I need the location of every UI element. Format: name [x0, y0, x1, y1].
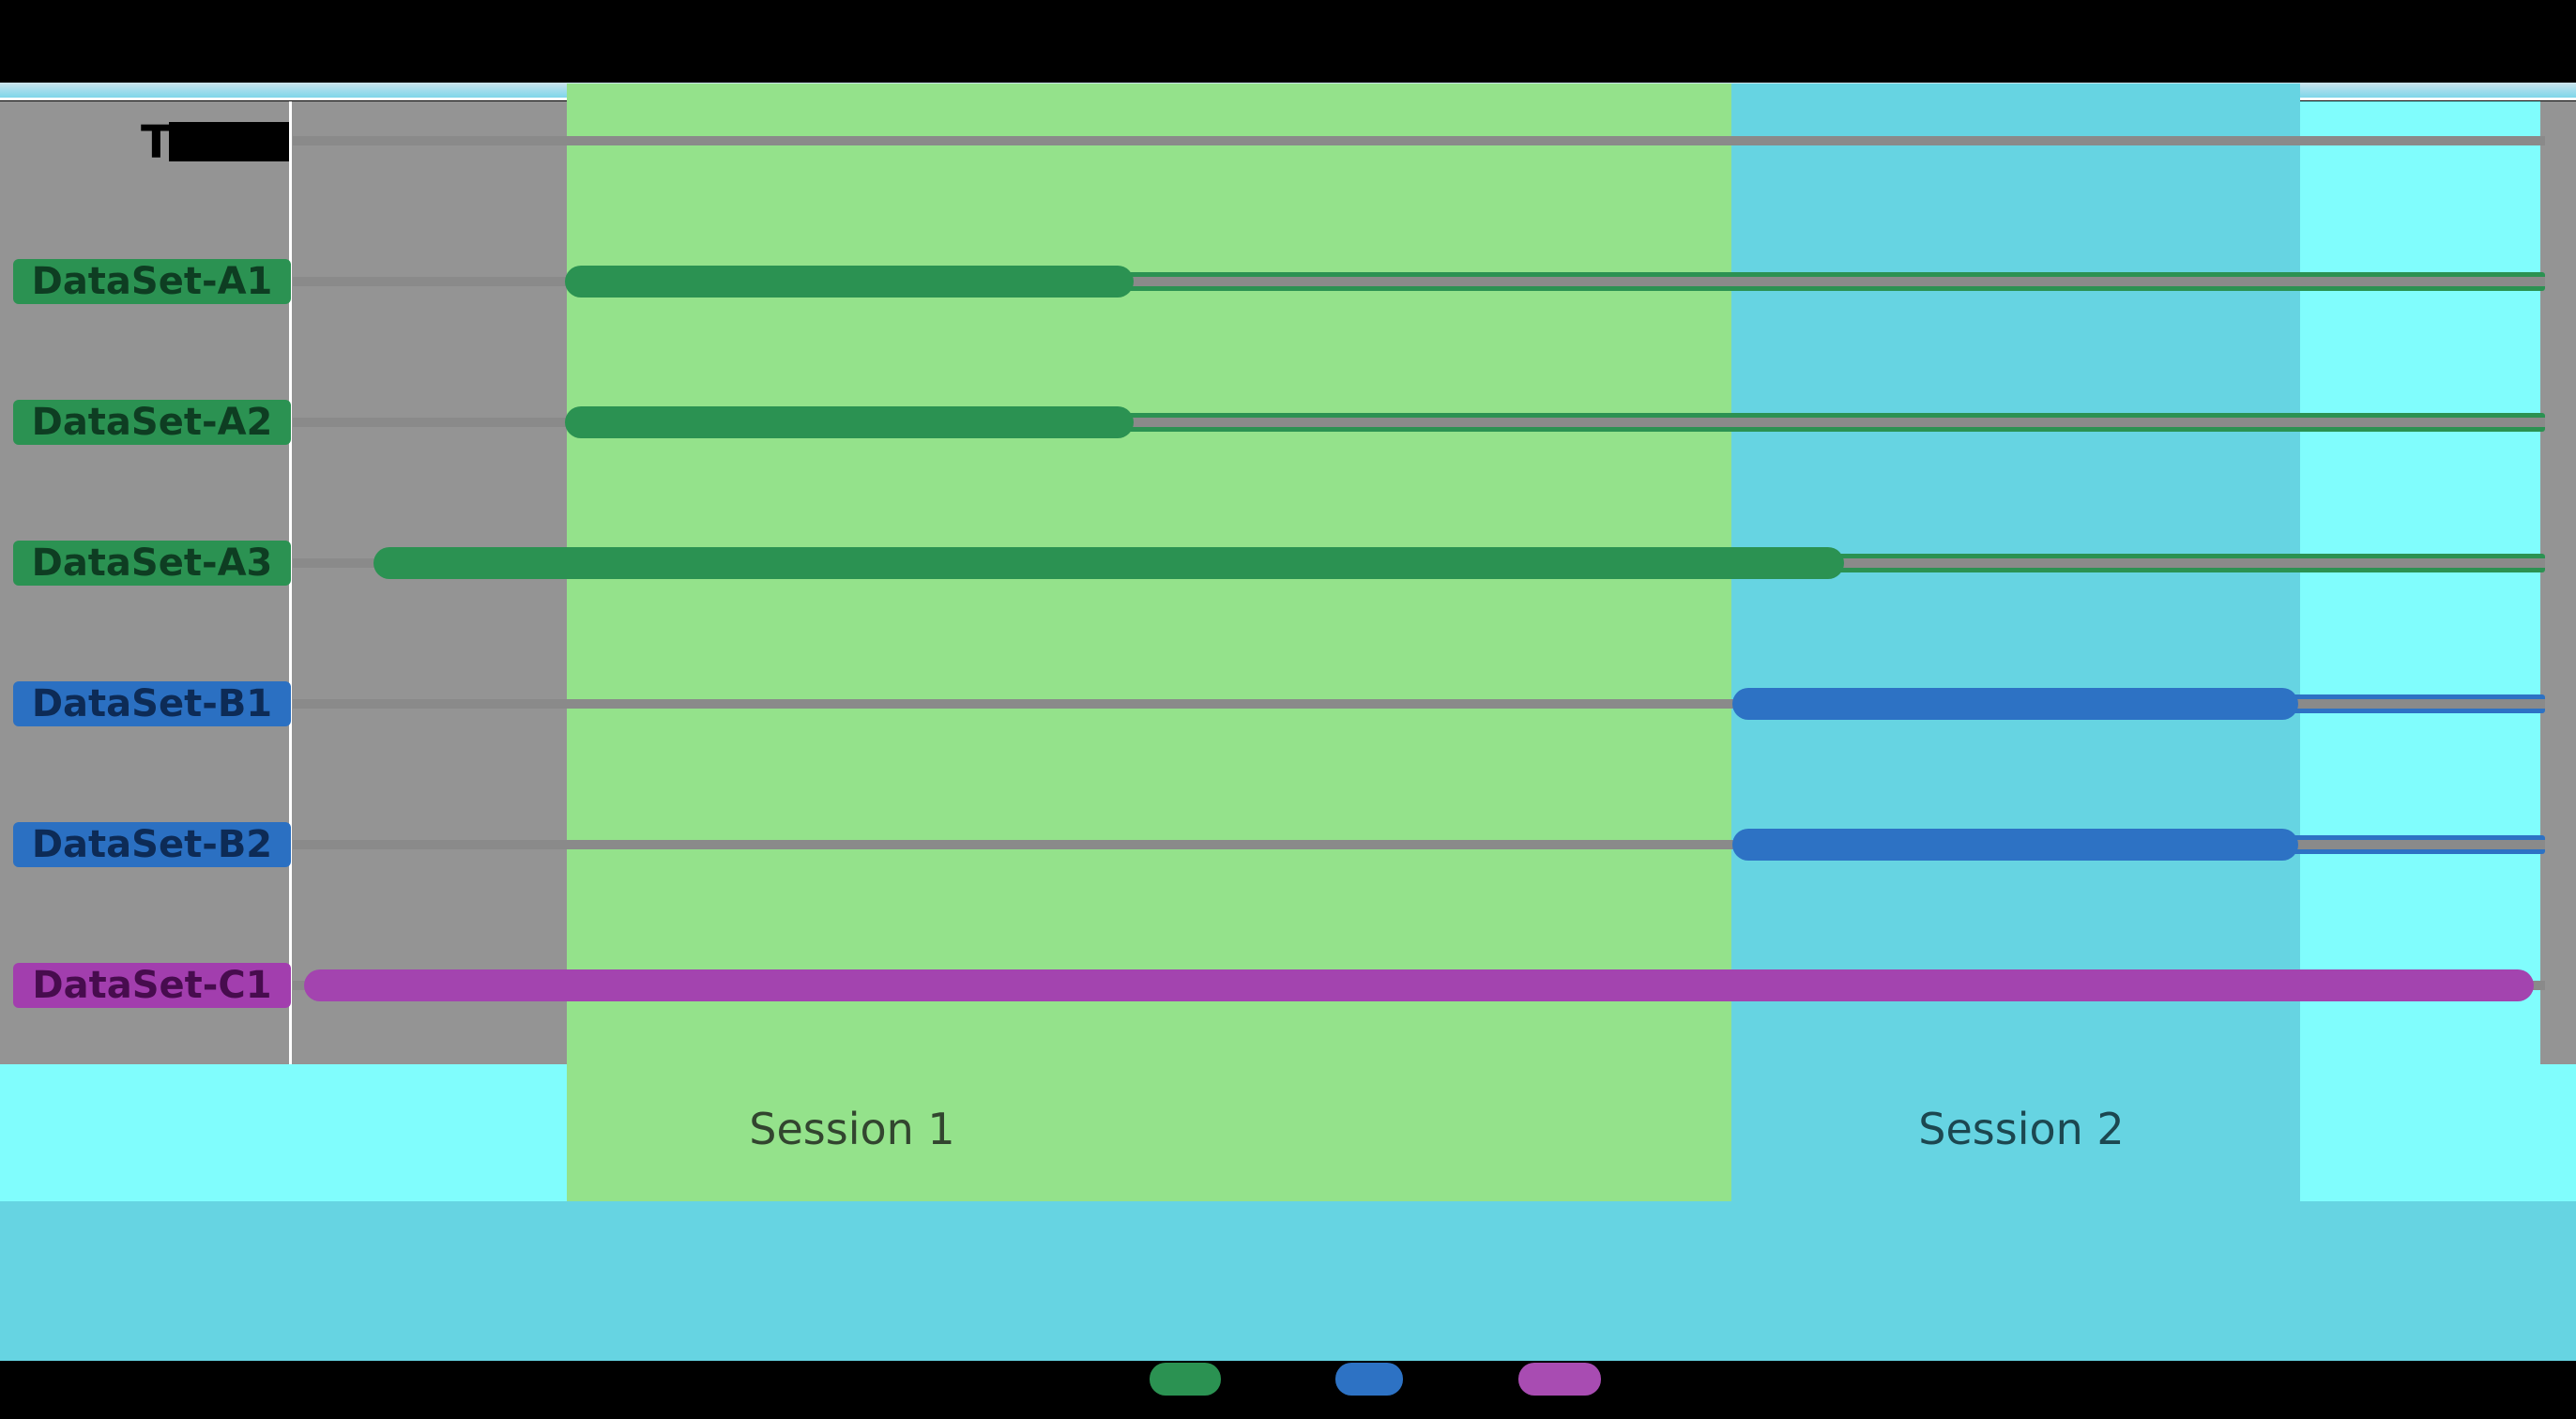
task-bar-dataset-b2 [1732, 829, 2298, 861]
task-bar-dataset-a2 [565, 406, 1134, 438]
legend-label-series-b [1408, 1361, 1513, 1398]
task-column-header: T [141, 116, 172, 169]
label-panel-divider [289, 101, 292, 1064]
bottom-right-highlight [2540, 1064, 2576, 1201]
header-gridline [293, 136, 2545, 145]
right-grey-column [2540, 101, 2576, 1064]
session1-label: Session 1 [749, 1104, 955, 1154]
row-gridline [293, 277, 2545, 286]
task-bar-dataset-a1 [565, 266, 1134, 298]
task-bar-dataset-c1 [304, 969, 2534, 1001]
legend-label-series-c [1606, 1361, 1711, 1398]
task-header-redaction-box [169, 122, 289, 161]
legend-chip-series-c [1518, 1363, 1601, 1396]
session2-label: Session 2 [1918, 1104, 2125, 1154]
row-label-dataset-a1: DataSet-A1 [13, 259, 291, 304]
row-label-dataset-c1: DataSet-C1 [13, 963, 291, 1008]
session2-band [1731, 84, 2300, 1201]
task-bar-dataset-b1 [1732, 688, 2298, 720]
row-label-dataset-b2: DataSet-B2 [13, 822, 291, 867]
bottom-cyan-band [0, 1201, 2576, 1361]
bottom-left-highlight [0, 1064, 567, 1201]
row-gridline [293, 418, 2545, 427]
row-gridline [293, 699, 2545, 709]
row-label-dataset-a2: DataSet-A2 [13, 400, 291, 445]
right-highlight-band [2300, 101, 2540, 1201]
row-gridline [293, 840, 2545, 849]
legend-label-series-a [1226, 1361, 1331, 1398]
task-bar-dataset-a3 [373, 547, 1844, 579]
row-label-dataset-b1: DataSet-B1 [13, 681, 291, 726]
legend-chip-series-b [1335, 1363, 1403, 1396]
row-label-dataset-a3: DataSet-A3 [13, 541, 291, 586]
legend-chip-series-a [1150, 1363, 1221, 1396]
session1-band [567, 84, 1731, 1201]
